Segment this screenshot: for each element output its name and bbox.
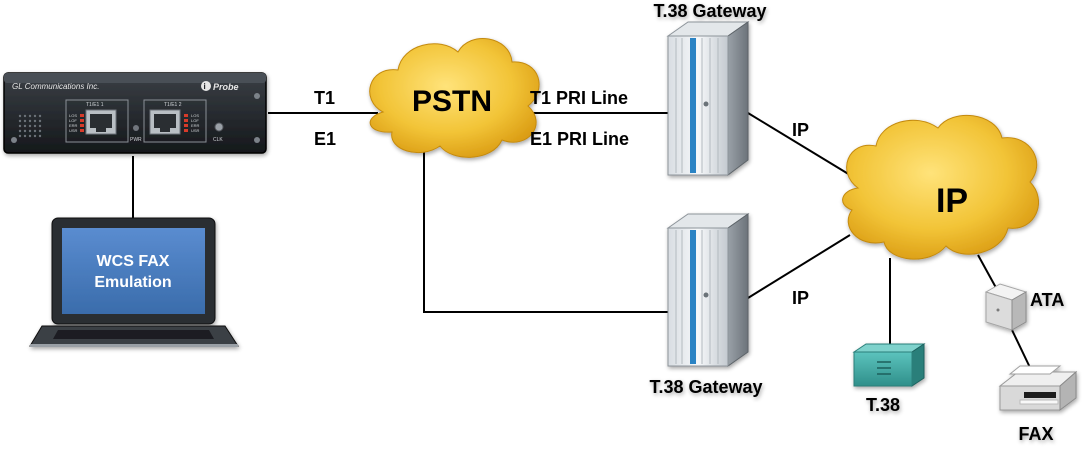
port1-led-labels: LOS LOF ERR USR: [69, 113, 78, 133]
screw-icon: [254, 93, 260, 99]
fax-machine-icon: FAX: [998, 365, 1078, 444]
laptop: WCS FAX Emulation: [29, 217, 239, 347]
laptop-screen: [62, 228, 205, 314]
line-bottom-gateway-to-ip: [747, 234, 851, 299]
ip-cloud: IP: [842, 114, 1039, 260]
probe-device: GL Communications Inc. i Probe T1/E1 1 L…: [3, 72, 267, 154]
port2-status-leds: [184, 114, 188, 132]
svg-text:LOF: LOF: [191, 118, 199, 123]
svg-text:LOF: LOF: [69, 118, 77, 123]
port1-label: T1/E1 1: [86, 102, 104, 108]
t38-device: T.38: [852, 343, 926, 415]
t38-gateway-top: T.38 Gateway: [653, 1, 767, 176]
probe-product: Probe: [213, 82, 239, 92]
e1-link-label: E1: [314, 129, 336, 149]
clk-label: CLK: [213, 137, 223, 143]
svg-text:ERR: ERR: [191, 123, 200, 128]
line-top-gateway-to-ip: [747, 112, 856, 179]
t38-gateway-bottom: T.38 Gateway: [649, 213, 763, 397]
pstn-cloud: PSTN: [369, 38, 540, 158]
port1-status-leds: [80, 114, 84, 132]
gateway-top-label: T.38 Gateway: [653, 1, 766, 21]
ata-device: ATA: [984, 283, 1064, 331]
svg-text:USR: USR: [69, 128, 78, 133]
gateway-bottom-label: T.38 Gateway: [649, 377, 762, 397]
port2-label: T1/E1 2: [164, 102, 182, 108]
screw-icon: [11, 137, 17, 143]
svg-text:ERR: ERR: [69, 123, 78, 128]
t38-device-vent-icon: [877, 361, 891, 375]
svg-text:i: i: [204, 82, 206, 91]
line-pstn-to-bottom-gateway: [423, 150, 668, 313]
svg-text:LOS: LOS: [69, 113, 77, 118]
gateway-bottom-knob-icon: [703, 292, 709, 298]
gateway-top-knob-icon: [703, 101, 709, 107]
pstn-label: PSTN: [412, 85, 492, 118]
probe-brand: GL Communications Inc.: [12, 82, 99, 91]
fax-label: FAX: [1018, 424, 1053, 444]
ip-bottom-link-label: IP: [792, 288, 809, 308]
t1-pri-line-label: T1 PRI Line: [530, 88, 628, 108]
gateway-top-stripe: [690, 38, 696, 173]
t1-link-label: T1: [314, 88, 335, 108]
pwr-label: PWR: [130, 137, 142, 143]
svg-text:LOS: LOS: [191, 113, 199, 118]
svg-text:USR: USR: [191, 128, 200, 133]
port2-led-labels: LOS LOF ERR USR: [191, 113, 200, 133]
ip-cloud-label: IP: [936, 182, 968, 220]
laptop-screen-line1: WCS FAX: [97, 253, 170, 270]
clk-connector-icon: [214, 122, 224, 132]
t38-device-label: T.38: [866, 395, 900, 415]
ata-led-icon: [996, 308, 1000, 312]
ata-label: ATA: [1030, 290, 1064, 310]
probe-logo-icon: i: [201, 81, 211, 91]
gateway-bottom-stripe: [690, 230, 696, 364]
speaker-grille-icon: [18, 114, 42, 138]
laptop-keyboard: [53, 330, 214, 339]
connection-lines: [132, 112, 1036, 379]
screw-icon: [254, 137, 260, 143]
laptop-screen-line2: Emulation: [94, 274, 171, 291]
e1-pri-line-label: E1 PRI Line: [530, 129, 629, 149]
power-led-icon: [133, 125, 139, 131]
ip-top-link-label: IP: [792, 120, 809, 140]
